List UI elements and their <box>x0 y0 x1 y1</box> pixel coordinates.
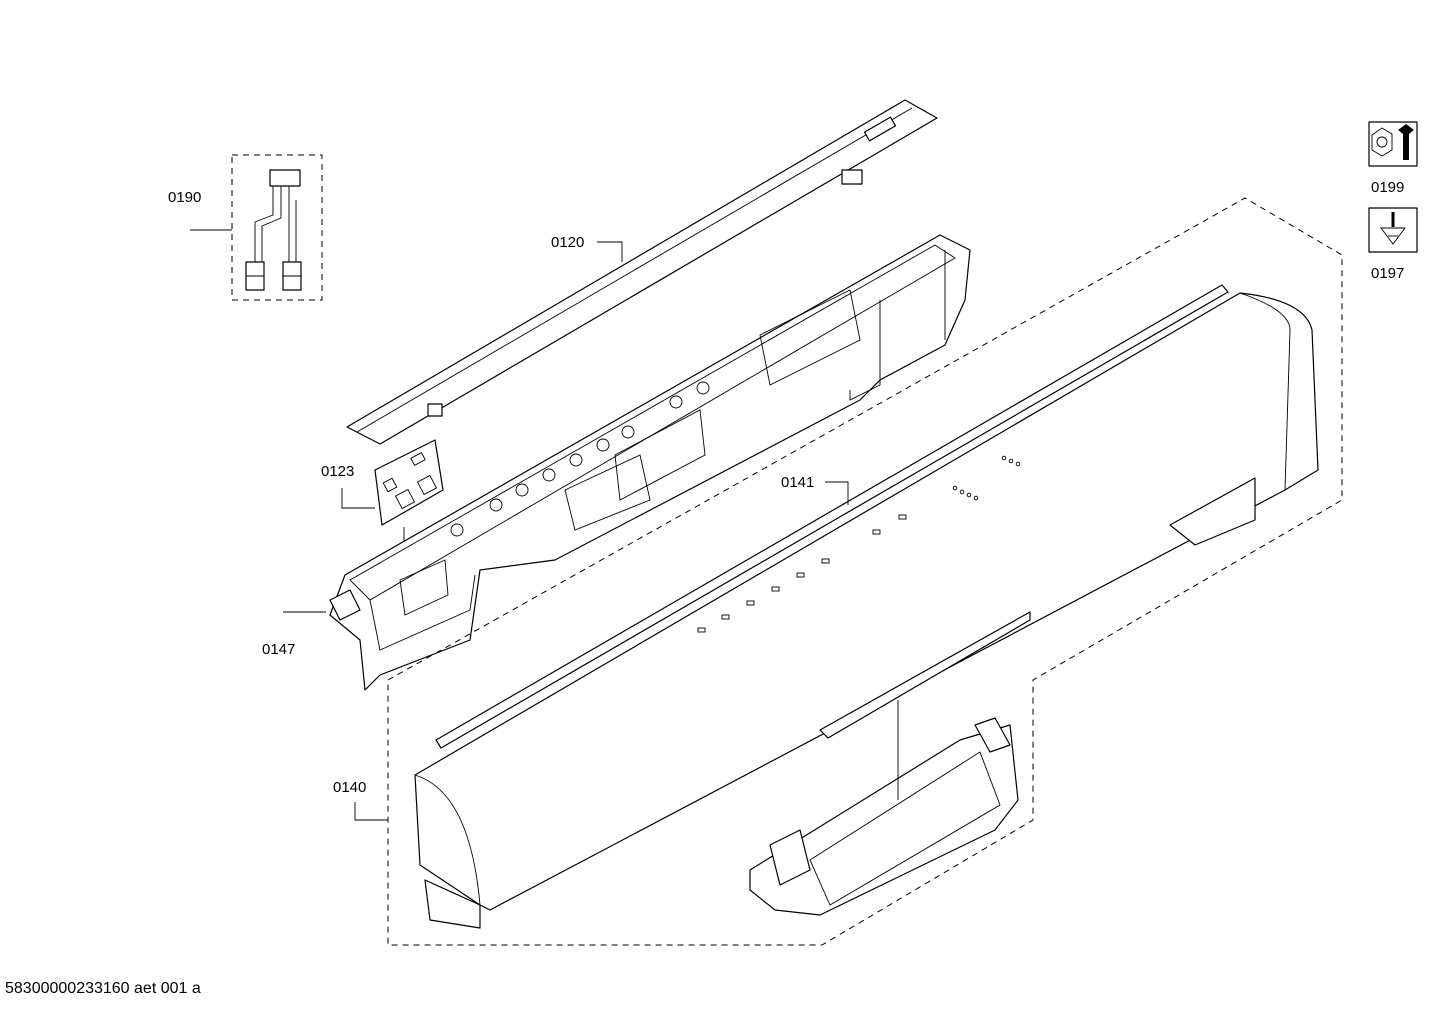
label-0141: 0141 <box>781 474 814 491</box>
part-0147-panel-frame[interactable] <box>329 234 971 691</box>
group-boundary-0140 <box>387 197 1343 946</box>
panel-indicator-marks <box>697 455 1021 633</box>
nut-and-wrench-icon[interactable] <box>1368 121 1418 167</box>
label-0147: 0147 <box>262 641 295 658</box>
label-0123: 0123 <box>321 463 354 480</box>
label-0120: 0120 <box>551 234 584 251</box>
part-0190-cable-harness[interactable] <box>231 154 323 301</box>
label-0140: 0140 <box>333 779 366 796</box>
part-0123-circuit-board[interactable] <box>374 439 444 545</box>
part-0141-seal-strip[interactable] <box>435 284 1229 749</box>
label-0197: 0197 <box>1371 265 1404 282</box>
label-0190: 0190 <box>168 189 201 206</box>
label-0199: 0199 <box>1371 179 1404 196</box>
document-id: 58300000233160 aet 001 a <box>5 980 201 997</box>
part-0140-front-panel[interactable] <box>414 292 1319 929</box>
part-0120-top-strip[interactable] <box>346 99 938 445</box>
screw-icon[interactable] <box>1368 207 1418 253</box>
